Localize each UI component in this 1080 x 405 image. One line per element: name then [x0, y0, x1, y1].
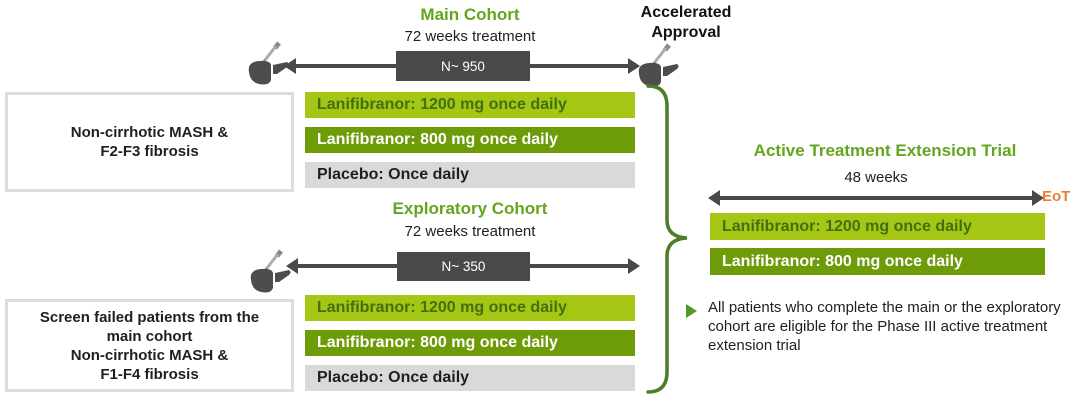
arm-bar-exploratory-placebo: Placebo: Once daily — [305, 365, 635, 391]
exploratory-cohort-title: Exploratory Cohort — [392, 199, 548, 218]
exploratory-cohort-duration: 72 weeks treatment — [404, 223, 536, 240]
extension-trial-timeline-arrow — [708, 190, 1044, 206]
exploratory-population-box: Screen failed patients from the main coh… — [5, 299, 294, 392]
arm-bar-exploratory-lanifibranor-1200: Lanifibranor: 1200 mg once daily — [305, 295, 635, 321]
extension-trial-title: Active Treatment Extension Trial — [753, 141, 1017, 160]
exploratory-population-line: F1-F4 fibrosis — [100, 365, 199, 383]
liver-biopsy-icon — [246, 40, 290, 93]
main-cohort-title: Main Cohort — [420, 5, 520, 24]
liver-biopsy-icon — [636, 42, 680, 95]
arm-bar-exploratory-lanifibranor-800: Lanifibranor: 800 mg once daily — [305, 330, 635, 356]
main-population-line: F2-F3 fibrosis — [100, 143, 199, 160]
triangle-bullet-icon — [686, 304, 697, 318]
arm-bar-extension-lanifibranor-800: Lanifibranor: 800 mg once daily — [710, 248, 1045, 275]
arm-bar-extension-lanifibranor-1200: Lanifibranor: 1200 mg once daily — [710, 213, 1045, 240]
accelerated-approval-line1: Accelerated — [640, 4, 732, 21]
extension-trial-note: All patients who complete the main or th… — [708, 299, 1061, 354]
exploratory-cohort-n-badge: N~ 350 — [397, 252, 530, 281]
main-cohort-duration: 72 weeks treatment — [404, 28, 536, 45]
cohorts-brace — [642, 80, 694, 403]
arm-bar-main-lanifibranor-1200: Lanifibranor: 1200 mg once daily — [305, 92, 635, 118]
exploratory-population-line: Non-cirrhotic MASH & — [70, 346, 229, 364]
arm-bar-main-placebo: Placebo: Once daily — [305, 162, 635, 188]
main-population-box: Non-cirrhotic MASH & F2-F3 fibrosis — [5, 92, 294, 192]
main-cohort-n-badge: N~ 950 — [396, 51, 530, 81]
accelerated-approval-label: Accelerated Approval — [612, 3, 760, 43]
arm-bar-main-lanifibranor-800: Lanifibranor: 800 mg once daily — [305, 127, 635, 153]
eot-label: EoT — [1042, 188, 1071, 205]
exploratory-population-line: Screen failed patients from the — [39, 308, 260, 326]
accelerated-approval-line2: Approval — [651, 24, 721, 41]
liver-biopsy-icon — [248, 248, 292, 301]
extension-trial-duration: 48 weeks — [844, 169, 908, 186]
exploratory-population-line: main cohort — [106, 327, 193, 345]
main-population-line: Non-cirrhotic MASH & — [70, 124, 229, 141]
